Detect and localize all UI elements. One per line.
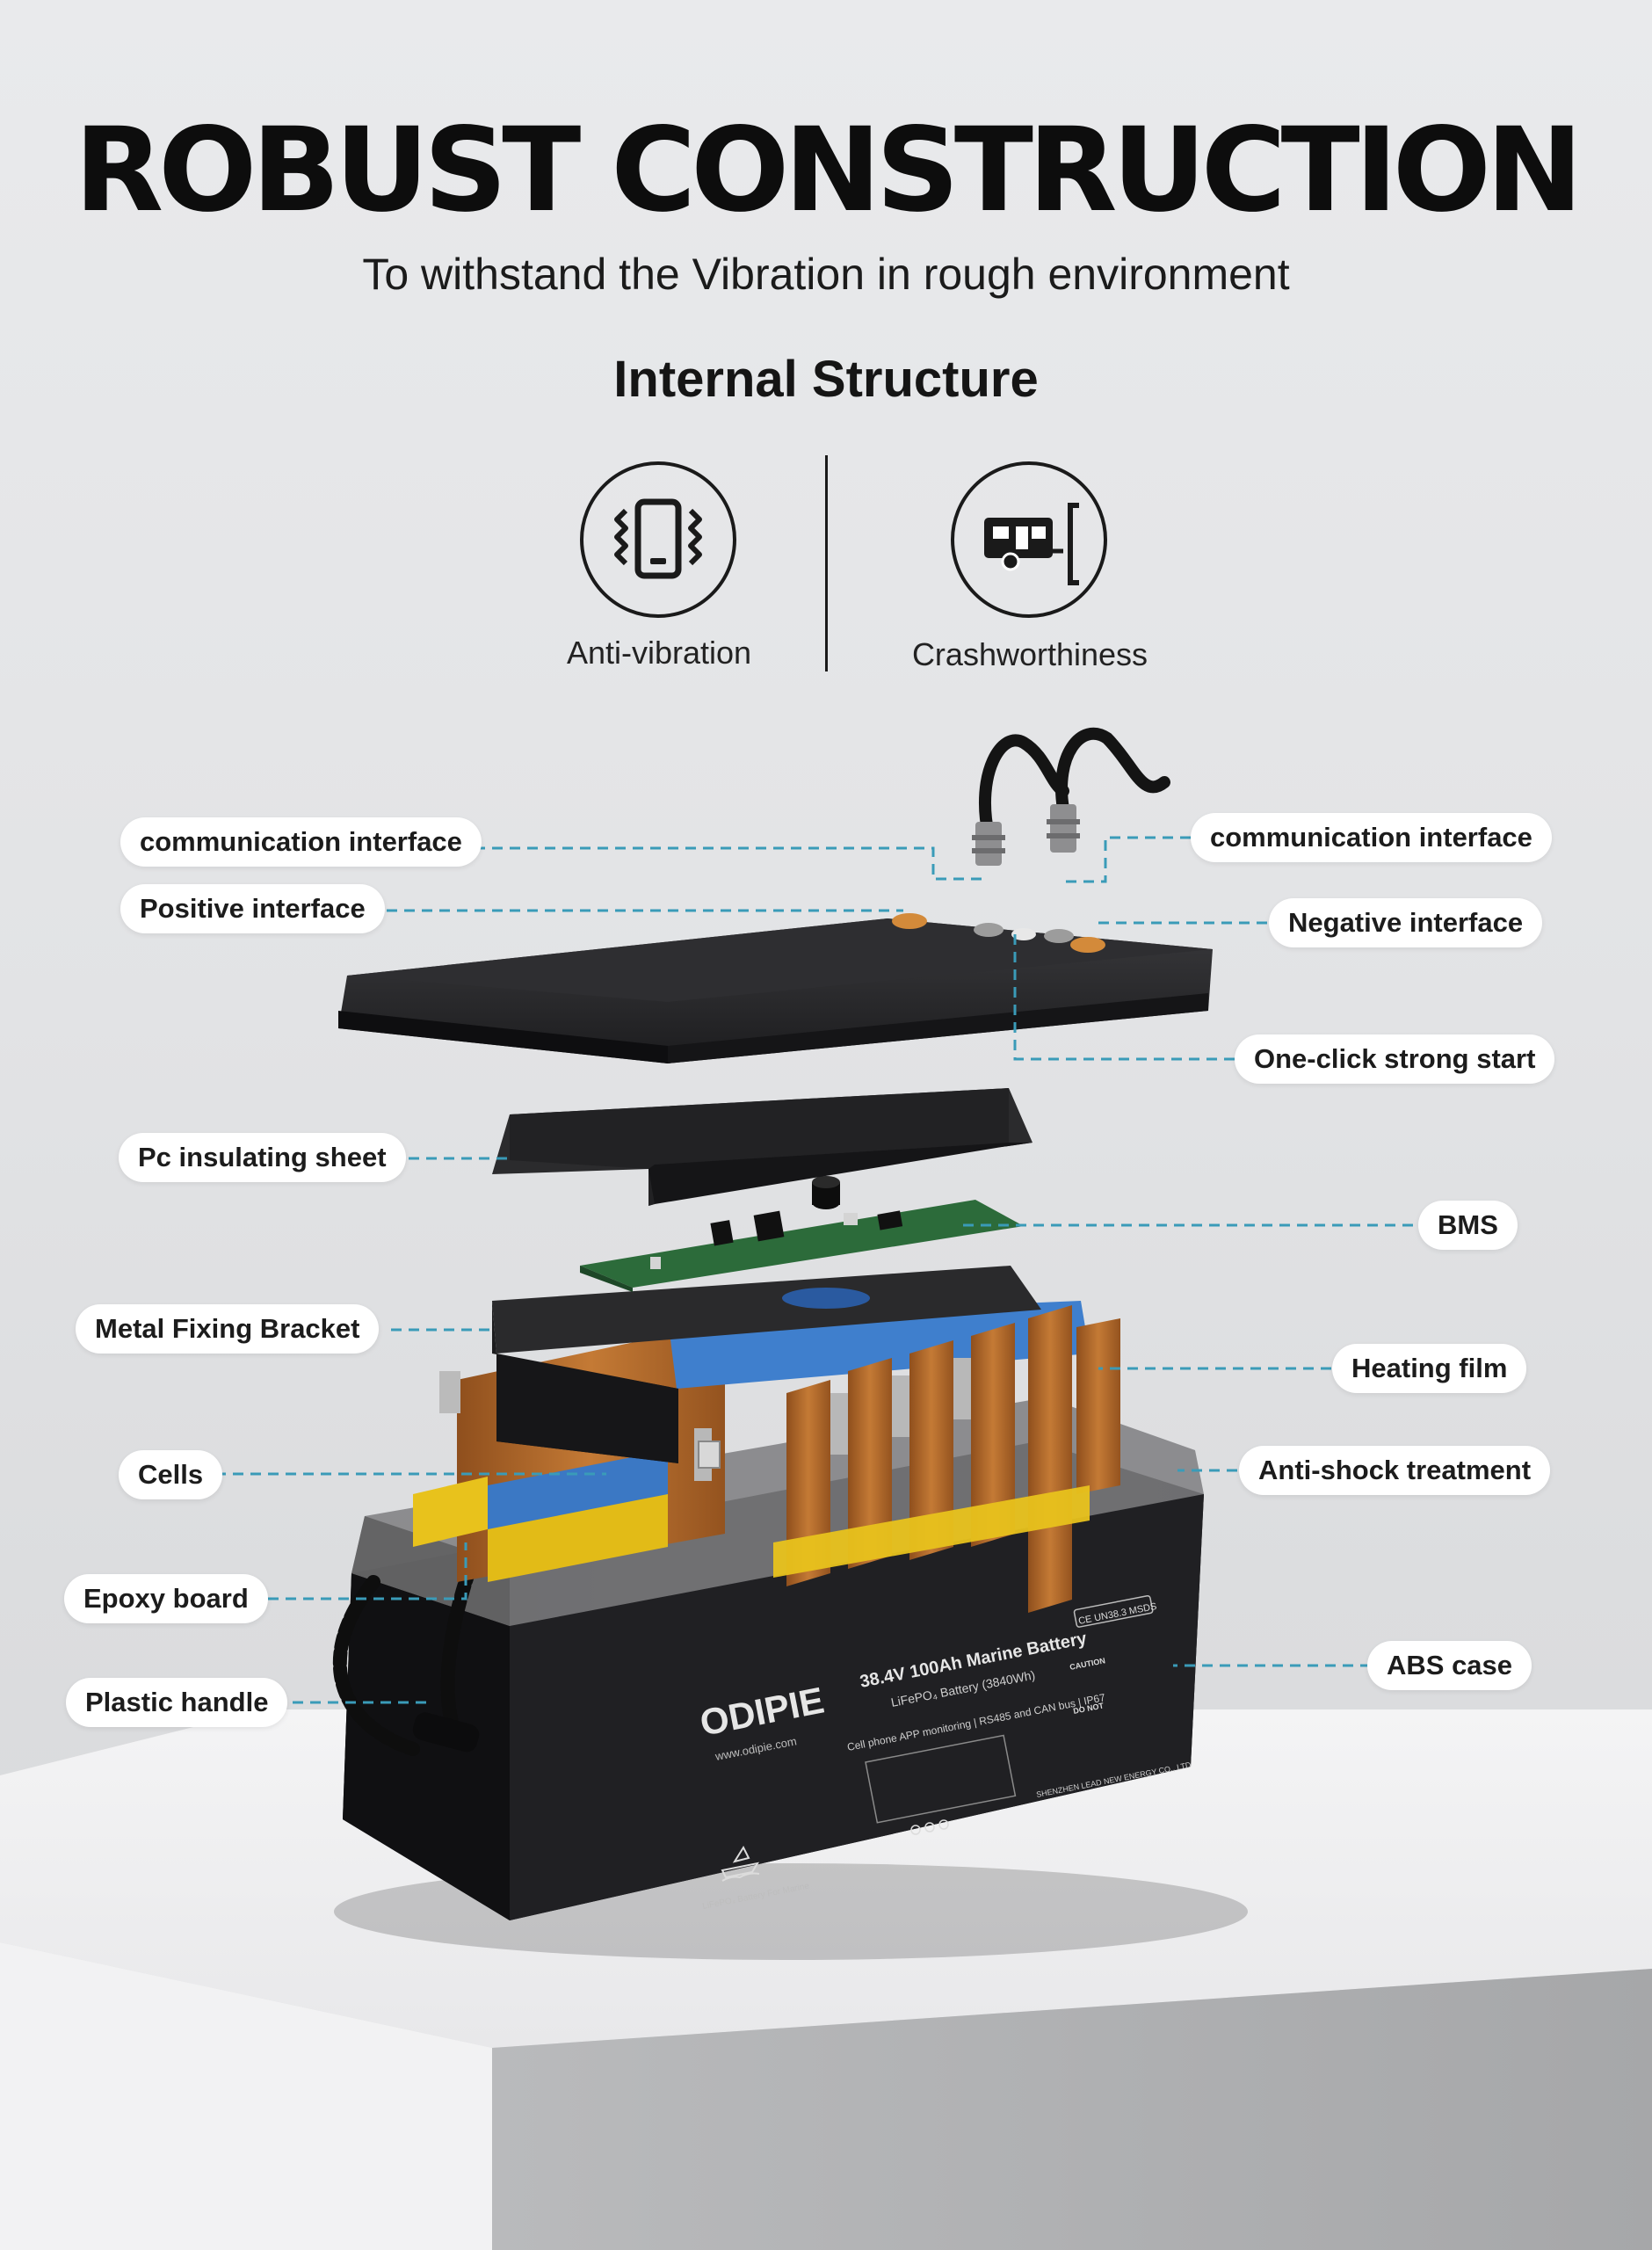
start-button [1011, 928, 1036, 940]
callout-one-click-strong-start: One-click strong start [1235, 1034, 1555, 1084]
callout-bms: BMS [1418, 1201, 1518, 1250]
callout-communication-interface-left: communication interface [120, 817, 482, 867]
positive-terminal [892, 913, 927, 929]
crashworthiness-label: Crashworthiness [911, 636, 1148, 672]
callout-epoxy-board: Epoxy board [64, 1574, 268, 1623]
leader-lines [215, 836, 1413, 1704]
callout-communication-interface-right: communication interface [1191, 813, 1552, 862]
pedestal [0, 1709, 1652, 2250]
callout-heating-film: Heating film [1332, 1344, 1527, 1393]
battery-lid [338, 913, 1213, 1063]
communication-connectors [972, 727, 1170, 866]
bms-board [580, 1176, 1024, 1292]
callout-pc-insulating-sheet: Pc insulating sheet [119, 1133, 406, 1182]
callout-positive-interface: Positive interface [120, 884, 385, 933]
boat-icon [721, 1845, 760, 1879]
callout-metal-fixing-bracket: Metal Fixing Bracket [76, 1304, 380, 1354]
pc-insulating-sheet [492, 1088, 1032, 1206]
page-subtitle: To withstand the Vibration in rough envi… [362, 250, 1290, 299]
feature-divider [825, 455, 828, 671]
callout-cells: Cells [119, 1450, 223, 1499]
page-title: ROBUST CONSTRUCTION [74, 103, 1583, 238]
anti-vibration-label: Anti-vibration [566, 635, 752, 671]
callout-anti-shock-treatment: Anti-shock treatment [1239, 1446, 1551, 1495]
callout-negative-interface: Negative interface [1269, 898, 1543, 947]
section-title: Internal Structure [613, 351, 1039, 408]
callout-abs-case: ABS case [1367, 1641, 1532, 1690]
caravan-crash-icon [951, 461, 1107, 618]
callout-plastic-handle: Plastic handle [66, 1678, 288, 1727]
vibrating-phone-icon [580, 461, 736, 618]
negative-terminal [1070, 937, 1105, 953]
metal-fixing-bracket [492, 1266, 1041, 1463]
